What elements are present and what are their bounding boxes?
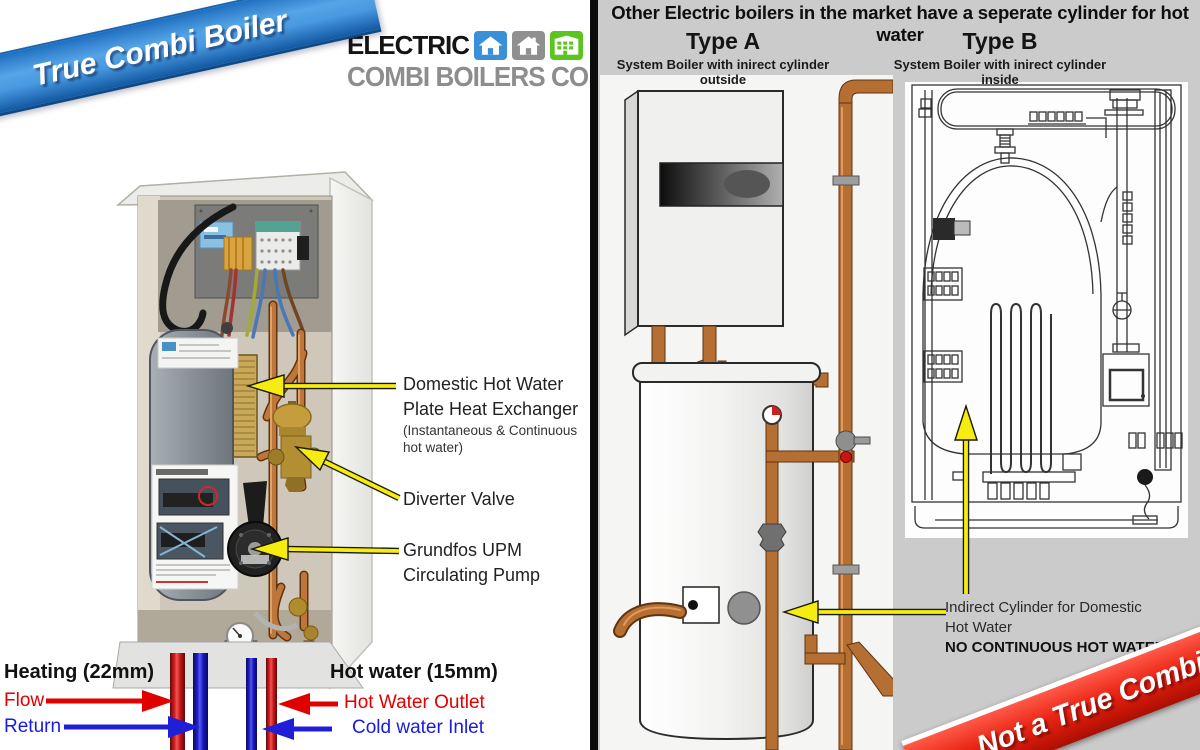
- callout-heat-exchanger-line2: Plate Heat Exchanger: [403, 399, 579, 419]
- callout-heat-exchanger-note1: (Instantaneous & Continuous: [403, 423, 578, 438]
- callout-heat-exchanger-note2: hot water): [403, 440, 464, 455]
- left-component: [933, 218, 955, 240]
- type-b-subtitle: System Boiler with inirect cylinder insi…: [893, 57, 1107, 87]
- right-header: Other Electric boilers in the market hav…: [611, 2, 1189, 45]
- logo-top-row: ELECTRIC: [347, 30, 597, 61]
- callout-diverter-valve: Diverter Valve: [403, 487, 515, 512]
- expansion-vessel: [149, 322, 239, 601]
- cold-water-inlet-label: Cold water Inlet: [352, 717, 485, 738]
- house-icon-blue: [474, 31, 507, 60]
- hot-water-outlet-label: Hot Water Outlet: [344, 692, 485, 713]
- boiler-photo: [112, 171, 374, 690]
- panel-divider: [590, 0, 598, 750]
- wall-boiler: [624, 89, 784, 337]
- bottom-right-piping: [804, 634, 893, 697]
- casing-outline: [911, 84, 1182, 503]
- callout-pump-line2: Circulating Pump: [403, 565, 541, 585]
- flow-label: Flow: [4, 690, 45, 711]
- type-a-panel: [600, 75, 893, 750]
- type-a-subtitle: System Boiler with inirect cylinder outs…: [616, 57, 830, 87]
- cylinder-note: Indirect Cylinder for Domestic Hot Water…: [945, 598, 1166, 658]
- callout-pump: Grundfos UPM Circulating Pump: [403, 538, 540, 588]
- logo-text-electric: ELECTRIC: [347, 30, 470, 60]
- type-a-title: Type A: [685, 28, 761, 54]
- logo-text-combi-boilers: COMBI BOILERS CO.: [347, 61, 595, 92]
- callout-diverter-valve-label: Diverter Valve: [403, 489, 515, 509]
- callout-pump-line1: Grundfos UPM: [403, 540, 523, 560]
- cylinder-left-elbow: [613, 602, 687, 638]
- type-b-illustration: [911, 84, 1183, 529]
- left-sensor: [953, 220, 971, 236]
- indirect-cylinder: [632, 362, 821, 741]
- cylinder-note-line1: Indirect Cylinder for Domestic: [945, 599, 1142, 616]
- front-pipe: [757, 405, 855, 750]
- return-label: Return: [4, 716, 62, 737]
- house-icon-gray: [512, 31, 545, 60]
- cylinder-note-line2: Hot Water: [945, 619, 1012, 636]
- heating-size-label: Heating (22mm): [4, 661, 155, 683]
- type-b-title: Type B: [962, 28, 1038, 54]
- cylinder-note-line3: NO CONTINUOUS HOT WATER: [945, 639, 1166, 656]
- type-a-illustration: [613, 79, 893, 750]
- return-arrow: [168, 716, 200, 738]
- callout-heat-exchanger-line1: Domestic Hot Water: [403, 374, 564, 394]
- company-logo: ELECTRIC COMBI BOILERS CO.: [347, 30, 597, 93]
- true-combi-ribbon-text: True Combi Boiler: [29, 3, 291, 93]
- right-riser-pipe: [832, 79, 893, 750]
- building-icon-green: [550, 31, 583, 60]
- thermostat-dial: [1137, 469, 1153, 485]
- type-b-panel: [905, 82, 1188, 538]
- callout-heat-exchanger: Domestic Hot Water Plate Heat Exchanger …: [403, 372, 578, 456]
- hot-water-size-label: Hot water (15mm): [330, 661, 498, 683]
- cold-inlet-arrow: [262, 718, 294, 740]
- true-combi-ribbon: True Combi Boiler: [0, 0, 382, 127]
